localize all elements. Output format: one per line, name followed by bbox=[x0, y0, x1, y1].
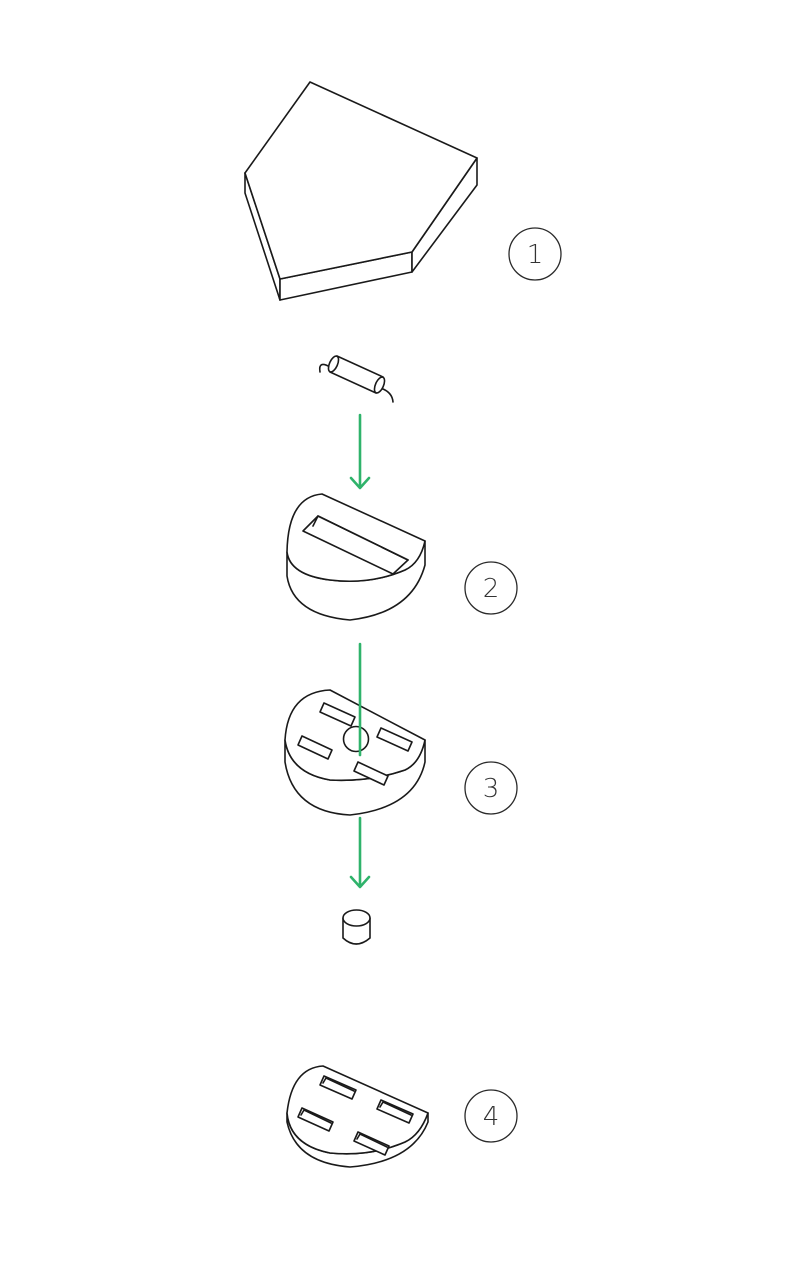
base-slot-3 bbox=[297, 1107, 334, 1132]
slot-hole-3 bbox=[297, 735, 333, 760]
slot-hole-4 bbox=[353, 761, 389, 786]
insert-arrow-1 bbox=[349, 413, 371, 490]
half-disc-holes-part bbox=[284, 689, 426, 816]
svg-text:2: 2 bbox=[483, 574, 500, 604]
step-badge-3: 3 bbox=[464, 761, 518, 815]
svg-text:4: 4 bbox=[483, 1102, 500, 1132]
svg-text:3: 3 bbox=[483, 774, 500, 804]
base-plate-part bbox=[286, 1065, 429, 1168]
half-disc-slot-part bbox=[286, 493, 426, 621]
base-slot-4 bbox=[353, 1131, 390, 1156]
base-slot-1 bbox=[319, 1075, 357, 1100]
step-badge-4: 4 bbox=[464, 1089, 518, 1143]
base-slot-2 bbox=[376, 1099, 414, 1124]
rod-magnet-part bbox=[318, 355, 394, 403]
step-badge-2: 2 bbox=[464, 561, 518, 615]
center-hole bbox=[342, 725, 370, 753]
step-badge-1: 1 bbox=[508, 227, 562, 281]
slot-hole-2 bbox=[376, 727, 413, 752]
pentagon-cover-part bbox=[244, 81, 478, 301]
insert-arrow-2 bbox=[349, 642, 371, 889]
slot-hole-1 bbox=[319, 702, 356, 727]
svg-text:1: 1 bbox=[527, 240, 544, 270]
cylinder-magnet-part bbox=[342, 909, 371, 945]
